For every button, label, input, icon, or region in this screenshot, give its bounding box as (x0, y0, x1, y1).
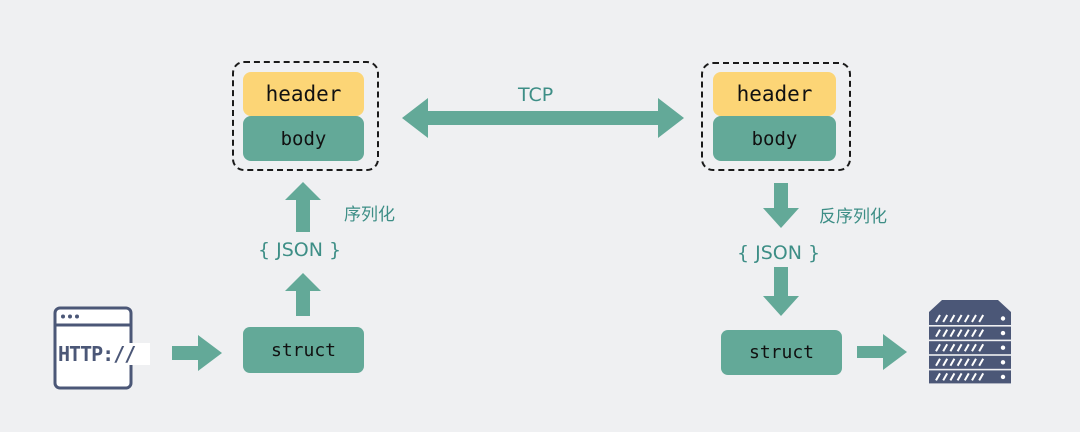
server-vent-stripe (942, 358, 949, 367)
server-vent-stripe (978, 358, 985, 367)
server-vent-stripe (935, 329, 941, 338)
server-unit (929, 341, 1011, 355)
server-vent-stripe (949, 314, 956, 323)
server-icon (929, 300, 1011, 384)
server-unit (929, 370, 1011, 384)
server-vent-stripe (978, 329, 985, 338)
server-vent-stripe (942, 314, 949, 323)
server-vent-stripe (971, 372, 977, 381)
server-vent-stripe (978, 372, 985, 381)
server-vent-stripe (971, 314, 977, 323)
arrow-struct-to-json (285, 273, 321, 316)
server-vent-stripe (956, 358, 963, 367)
server-vent-stripe (942, 372, 949, 381)
server-unit (929, 312, 1011, 325)
server-vent-stripe (956, 314, 963, 323)
left-header-block: header (243, 72, 364, 116)
left-body-block: body (243, 116, 364, 161)
server-vent-stripe (942, 343, 949, 352)
server-vent-stripe (978, 314, 985, 323)
serialize-label: 序列化 (344, 205, 395, 225)
server-led (1000, 374, 1006, 380)
tcp-double-arrow (402, 98, 684, 138)
server-vent-stripe (949, 343, 956, 352)
server-vent-stripe (963, 329, 970, 338)
server-led (1000, 360, 1006, 365)
right-struct-block: struct (721, 330, 842, 375)
server-vent-stripe (949, 358, 956, 367)
right-packet: header body (701, 62, 851, 171)
server-vent-stripe (956, 343, 963, 352)
http-icon-text: HTTP:// (58, 343, 150, 365)
server-vent-stripe (935, 358, 941, 367)
right-json-label: { JSON } (737, 242, 821, 264)
left-packet: header body (232, 61, 379, 171)
deserialize-label: 反序列化 (819, 207, 887, 227)
left-json-label: { JSON } (258, 239, 342, 261)
server-vent-stripe (935, 372, 941, 381)
arrow-json-to-struct (763, 267, 799, 316)
server-vent-stripe (935, 343, 941, 352)
left-struct-block: struct (243, 327, 364, 373)
server-vent-stripe (978, 343, 985, 352)
server-unit (929, 326, 1011, 340)
arrow-http-to-struct (172, 335, 222, 371)
tcp-label: TCP (518, 84, 554, 106)
server-vent-stripe (935, 314, 941, 323)
server-vent-stripe (949, 329, 956, 338)
server-vent-stripe (949, 372, 956, 381)
server-led (1000, 316, 1006, 321)
server-vent-stripe (963, 314, 970, 323)
server-vent-stripe (971, 329, 977, 338)
server-vent-stripe (963, 372, 970, 381)
arrow-json-to-packet (285, 182, 321, 232)
arrow-packet-to-json (763, 183, 799, 228)
arrow-struct-to-server (857, 334, 907, 370)
server-led (1000, 330, 1006, 336)
right-header-block: header (713, 72, 836, 116)
server-unit (929, 355, 1011, 369)
right-body-block: body (713, 116, 836, 161)
server-vent-stripe (963, 343, 970, 352)
server-vent-stripe (956, 329, 963, 338)
server-led (1000, 345, 1006, 350)
server-vent-stripe (956, 372, 963, 381)
server-vent-stripe (963, 358, 970, 367)
server-vent-stripe (971, 358, 977, 367)
server-vent-stripe (942, 329, 949, 338)
server-vent-stripe (971, 343, 977, 352)
